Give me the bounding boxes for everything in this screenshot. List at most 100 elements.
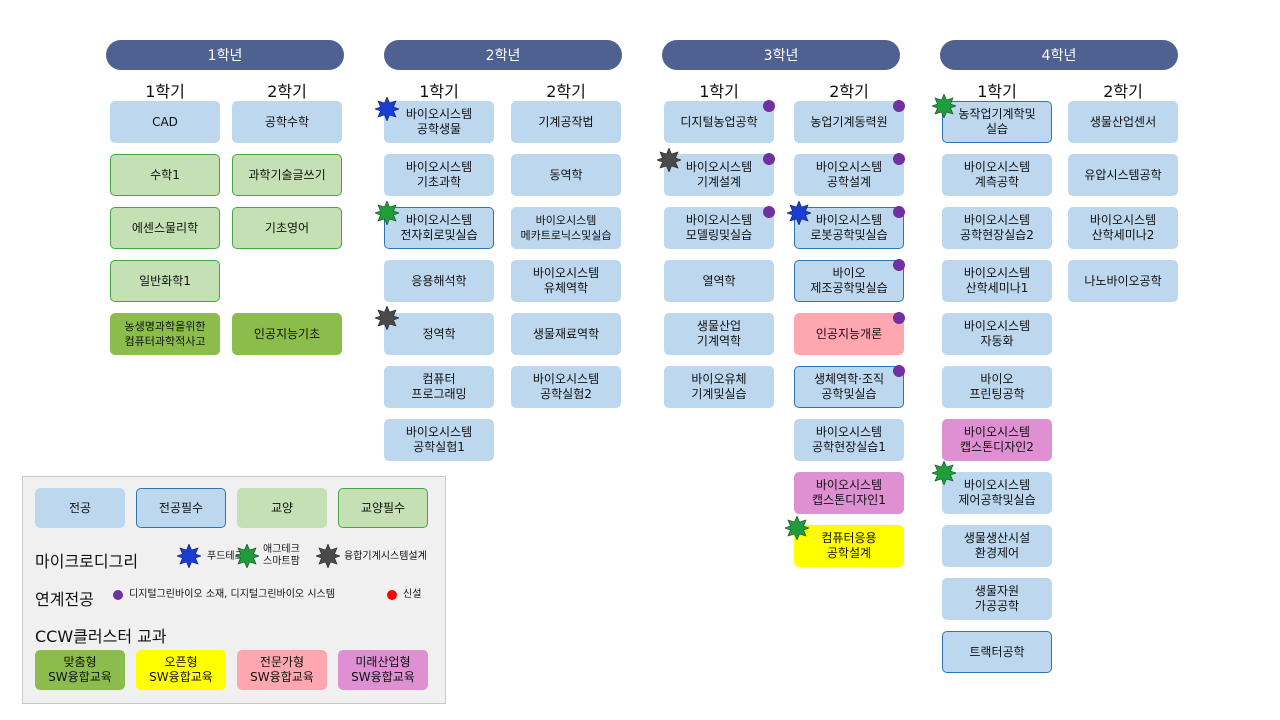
linked-major-desc: 디지털그린바이오 소재, 디지털그린바이오 시스템	[129, 589, 335, 600]
course-box[interactable]: 바이오시스템 공학실험2	[511, 366, 621, 408]
mech-design-star-icon	[375, 306, 399, 330]
micro-mech-label: 융합기계시스템설계	[344, 551, 427, 562]
course-box[interactable]: 바이오시스템 자동화	[942, 313, 1052, 355]
year-header-1: 1학년	[106, 40, 344, 70]
course-box[interactable]: 정역학	[384, 313, 494, 355]
course-box[interactable]: 디지털농업공학	[664, 101, 774, 143]
legend-general-required: 교양필수	[338, 488, 428, 528]
course-box[interactable]: 바이오시스템 캡스톤디자인2	[942, 419, 1052, 461]
agritech-star-icon	[932, 94, 956, 118]
linked-major-dot	[893, 206, 905, 218]
course-box[interactable]: 바이오시스템 기초과학	[384, 154, 494, 196]
foodtech-star-icon	[375, 97, 399, 121]
course-box[interactable]: 기초영어	[232, 207, 342, 249]
agritech-star-icon	[785, 516, 809, 540]
course-box[interactable]: 일반화학1	[110, 260, 220, 302]
course-box[interactable]: 바이오시스템 공학현장실습2	[942, 207, 1052, 249]
legend-general: 교양	[237, 488, 327, 528]
course-box[interactable]: 트랙터공학	[942, 631, 1052, 673]
course-box[interactable]: 바이오시스템 로봇공학및실습	[794, 207, 904, 249]
linked-major-title: 연계전공	[35, 590, 94, 609]
course-box[interactable]: 컴퓨터응용 공학설계	[794, 525, 904, 567]
course-box[interactable]: 바이오시스템 공학현장실습1	[794, 419, 904, 461]
mech-design-star-icon	[657, 148, 681, 172]
legend-major-required: 전공필수	[136, 488, 226, 528]
agritech-star-icon	[235, 544, 259, 568]
course-box[interactable]: 바이오시스템 캡스톤디자인1	[794, 472, 904, 514]
course-box[interactable]: 열역학	[664, 260, 774, 302]
legend-panel: 전공 전공필수 교양 교양필수 마이크로디그리 푸드테크 애그테크 스마트팜 융…	[22, 476, 446, 704]
course-box[interactable]: 바이오시스템 제어공학및실습	[942, 472, 1052, 514]
course-box[interactable]: 생물자원 가공공학	[942, 578, 1052, 620]
linked-major-dot	[893, 365, 905, 377]
course-box[interactable]: 바이오유체 기계및실습	[664, 366, 774, 408]
course-box[interactable]: 응용해석학	[384, 260, 494, 302]
course-box[interactable]: 유압시스템공학	[1068, 154, 1178, 196]
course-box[interactable]: 생물산업센서	[1068, 101, 1178, 143]
semester-label: 1학기	[145, 82, 185, 101]
legend-ccw-open: 오픈형 SW융합교육	[136, 650, 226, 690]
foodtech-star-icon	[787, 201, 811, 225]
year-header-3: 3학년	[662, 40, 900, 70]
course-box[interactable]: 과학기술글쓰기	[232, 154, 342, 196]
course-box[interactable]: CAD	[110, 101, 220, 143]
micro-degree-title: 마이크로디그리	[35, 552, 139, 571]
course-box[interactable]: 인공지능기초	[232, 313, 342, 355]
course-box[interactable]: 농생명과학을위한 컴퓨터과학적사고	[110, 313, 220, 355]
semester-label: 1학기	[419, 82, 459, 101]
semester-label: 1학기	[699, 82, 739, 101]
course-box[interactable]: 컴퓨터 프로그래밍	[384, 366, 494, 408]
course-box[interactable]: 바이오시스템 공학설계	[794, 154, 904, 196]
course-box[interactable]: 기계공작법	[511, 101, 621, 143]
year-header-2: 2학년	[384, 40, 622, 70]
course-box[interactable]: 바이오시스템 공학생물	[384, 101, 494, 143]
linked-major-dot	[893, 153, 905, 165]
course-box[interactable]: 바이오시스템 기계설계	[664, 154, 774, 196]
linked-major-dot	[763, 100, 775, 112]
course-box[interactable]: 바이오시스템 공학실험1	[384, 419, 494, 461]
course-box[interactable]: 공학수학	[232, 101, 342, 143]
course-box[interactable]: 인공지능개론	[794, 313, 904, 355]
course-box[interactable]: 바이오시스템 전자회로및실습	[384, 207, 494, 249]
course-box[interactable]: 바이오시스템 산학세미나2	[1068, 207, 1178, 249]
linked-major-dot	[893, 259, 905, 271]
mech-design-star-icon	[316, 544, 340, 568]
course-box[interactable]: 농작업기계학및 실습	[942, 101, 1052, 143]
semester-label: 2학기	[829, 82, 869, 101]
course-box[interactable]: 에센스물리학	[110, 207, 220, 249]
course-box[interactable]: 바이오시스템 산학세미나1	[942, 260, 1052, 302]
course-box[interactable]: 나노바이오공학	[1068, 260, 1178, 302]
course-box[interactable]: 수학1	[110, 154, 220, 196]
micro-foodtech-label: 푸드테크	[207, 551, 244, 562]
linked-major-dot	[763, 153, 775, 165]
course-box[interactable]: 생물산업 기계역학	[664, 313, 774, 355]
agritech-star-icon	[375, 201, 399, 225]
course-box[interactable]: 농업기계동력원	[794, 101, 904, 143]
course-box[interactable]: 생체역학·조직 공학및실습	[794, 366, 904, 408]
course-box[interactable]: 생물재료역학	[511, 313, 621, 355]
course-box[interactable]: 바이오시스템 유체역학	[511, 260, 621, 302]
semester-label: 1학기	[977, 82, 1017, 101]
course-box[interactable]: 바이오시스템 모델링및실습	[664, 207, 774, 249]
semester-label: 2학기	[1103, 82, 1143, 101]
micro-agritech-label: 애그테크 스마트팜	[263, 544, 300, 567]
new-course-dot	[387, 590, 397, 600]
agritech-star-icon	[932, 461, 956, 485]
new-course-label: 신설	[403, 589, 422, 600]
linked-major-dot	[113, 590, 123, 600]
linked-major-dot	[763, 206, 775, 218]
course-box[interactable]: 바이오 프린팅공학	[942, 366, 1052, 408]
legend-major: 전공	[35, 488, 125, 528]
legend-ccw-future: 미래산업형 SW융합교육	[338, 650, 428, 690]
ccw-cluster-title: CCW클러스터 교과	[35, 627, 167, 646]
legend-ccw-matched: 맞춤형 SW융합교육	[35, 650, 125, 690]
legend-ccw-expert: 전문가형 SW융합교육	[237, 650, 327, 690]
course-box[interactable]: 바이오 제조공학및실습	[794, 260, 904, 302]
course-box[interactable]: 생물생산시설 환경제어	[942, 525, 1052, 567]
year-header-4: 4학년	[940, 40, 1178, 70]
course-box[interactable]: 동역학	[511, 154, 621, 196]
course-box[interactable]: 바이오시스템 메카트로닉스및실습	[511, 207, 621, 249]
semester-label: 2학기	[546, 82, 586, 101]
course-box[interactable]: 바이오시스템 계측공학	[942, 154, 1052, 196]
semester-label: 2학기	[267, 82, 307, 101]
